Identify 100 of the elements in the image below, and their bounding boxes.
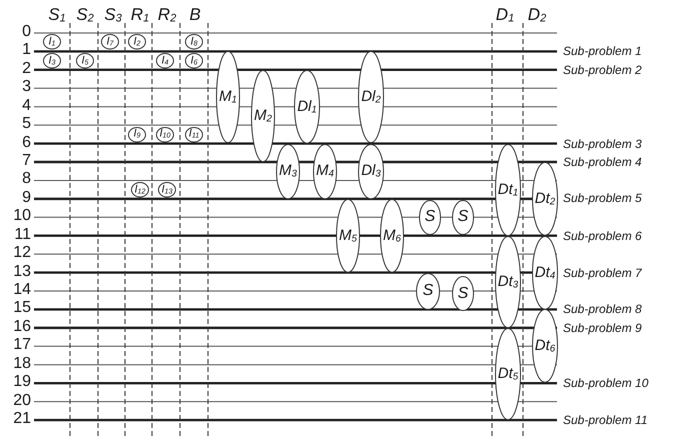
row-number: 18 xyxy=(13,356,31,372)
ellipse-label: M$_{3}$ xyxy=(279,163,297,180)
ellipse-label: M$_{5}$ xyxy=(339,228,357,244)
ellipse-node xyxy=(156,126,174,142)
ellipse-label: I$_{13}$ xyxy=(162,184,172,196)
ellipse-node xyxy=(43,52,61,68)
row-number: 15 xyxy=(13,300,31,316)
column-header: S$_{1}$ xyxy=(48,6,66,25)
row-number: 4 xyxy=(22,98,31,114)
ellipse-node xyxy=(416,272,440,310)
ellipse-label: I$_{12}$ xyxy=(134,184,146,196)
ellipse-label: Dt$_{1}$ xyxy=(498,182,518,198)
row-number: 5 xyxy=(22,116,31,132)
row-number: 21 xyxy=(13,411,31,428)
ellipse-label: Dt$_{5}$ xyxy=(498,366,518,382)
ellipse-label: S xyxy=(422,283,434,299)
ellipse-node xyxy=(276,144,300,199)
ellipse-node xyxy=(156,52,174,68)
ellipse-node xyxy=(131,182,149,198)
ellipse-node xyxy=(158,182,176,198)
ellipse-label: M$_{1}$ xyxy=(219,89,237,106)
ellipse-node xyxy=(452,200,474,235)
ellipse-label: Dt$_{2}$ xyxy=(534,190,556,207)
column-header: S$_{2}$ xyxy=(76,6,94,25)
ellipse-node xyxy=(380,198,404,273)
ellipse-label: Dl$_{3}$ xyxy=(361,163,381,180)
ellipse-label: I$_{3}$ xyxy=(48,55,56,66)
ellipse-node xyxy=(532,309,558,384)
ellipse-node xyxy=(43,34,61,50)
ellipse-label: Dl$_{2}$ xyxy=(361,89,381,106)
sub-problem-label: Sub-problem 11 xyxy=(563,414,648,426)
row-number: 19 xyxy=(13,374,31,390)
ellipse-node xyxy=(185,52,203,68)
sub-problem-label: Sub-problem 8 xyxy=(563,303,642,316)
ellipse-node xyxy=(495,328,521,420)
ellipse-label: I$_{10}$ xyxy=(160,128,170,140)
column-header: D$_{1}$ xyxy=(496,6,514,25)
row-number: 20 xyxy=(13,392,31,409)
ellipse-node xyxy=(452,276,474,312)
ellipse-label: I$_{11}$ xyxy=(188,128,200,140)
ellipse-node xyxy=(419,200,441,235)
ellipse-label: S xyxy=(458,286,468,302)
row-number: 14 xyxy=(13,282,31,298)
ellipse-label: S xyxy=(458,209,468,226)
ellipse-label: I$_{4}$ xyxy=(161,55,169,66)
ellipse-label: Dt$_{4}$ xyxy=(534,264,556,281)
ellipse-label: I$_{7}$ xyxy=(106,36,114,48)
row-number: 13 xyxy=(13,264,31,280)
column-header: S$_{3}$ xyxy=(104,6,122,25)
row-number: 17 xyxy=(13,337,31,354)
row-number: 12 xyxy=(13,245,31,262)
row-number: 7 xyxy=(22,153,31,169)
row-number: 10 xyxy=(13,208,31,224)
ellipse-label: M$_{6}$ xyxy=(383,228,401,244)
ellipse-label: Dl$_{1}$ xyxy=(297,98,317,115)
ellipse-node xyxy=(294,70,320,144)
sub-problem-label: Sub-problem 3 xyxy=(563,138,642,150)
row-number: 2 xyxy=(22,60,31,77)
ellipse-node xyxy=(313,144,337,199)
ellipse-label: I$_{1}$ xyxy=(48,36,56,48)
ellipse-label: I$_{9}$ xyxy=(133,128,141,140)
ellipse-node xyxy=(185,126,203,142)
sub-problem-label: Sub-problem 10 xyxy=(563,377,648,390)
ellipse-node xyxy=(358,144,384,199)
ellipse-label: Dt$_{6}$ xyxy=(534,338,556,354)
row-number: 8 xyxy=(22,171,31,188)
sub-problem-label: Sub-problem 7 xyxy=(563,266,642,279)
ellipse-node xyxy=(251,70,275,162)
ellipse-label: Dt$_{3}$ xyxy=(498,274,518,290)
row-number: 3 xyxy=(22,79,31,96)
row-number: 6 xyxy=(22,134,31,151)
column-header: R$_{1}$ xyxy=(130,6,150,25)
ellipse-node xyxy=(101,34,119,50)
column-header: R$_{2}$ xyxy=(158,6,176,25)
column-header: D$_{2}$ xyxy=(528,6,546,25)
ellipse-label: I$_{5}$ xyxy=(81,55,89,66)
ellipse-node xyxy=(495,144,521,236)
ellipse-label: M$_{4}$ xyxy=(316,163,334,180)
ellipse-label: I$_{2}$ xyxy=(133,36,141,48)
row-number: 16 xyxy=(13,318,31,335)
ellipse-node xyxy=(76,52,94,68)
sub-problem-label: Sub-problem 1 xyxy=(563,45,642,58)
row-number: 9 xyxy=(22,190,31,206)
ellipse-node xyxy=(128,126,146,142)
sub-problem-label: Sub-problem 9 xyxy=(563,322,642,334)
ellipse-node xyxy=(336,198,360,273)
row-number: 1 xyxy=(22,42,31,58)
ellipse-label: I$_{8}$ xyxy=(190,36,198,48)
ellipse-label: S xyxy=(424,209,436,226)
ellipse-node xyxy=(128,34,146,50)
ellipse-node xyxy=(495,236,521,328)
row-number: 0 xyxy=(22,24,31,40)
sub-problem-label: Sub-problem 2 xyxy=(563,64,642,76)
ellipse-label: M$_{2}$ xyxy=(254,108,272,124)
sub-problem-label: Sub-problem 4 xyxy=(563,156,642,168)
row-number: 11 xyxy=(14,226,31,243)
sub-problem-label: Sub-problem 6 xyxy=(563,230,642,242)
ellipse-node xyxy=(532,236,558,310)
ellipse-node xyxy=(185,34,203,50)
column-header: B xyxy=(189,6,201,23)
